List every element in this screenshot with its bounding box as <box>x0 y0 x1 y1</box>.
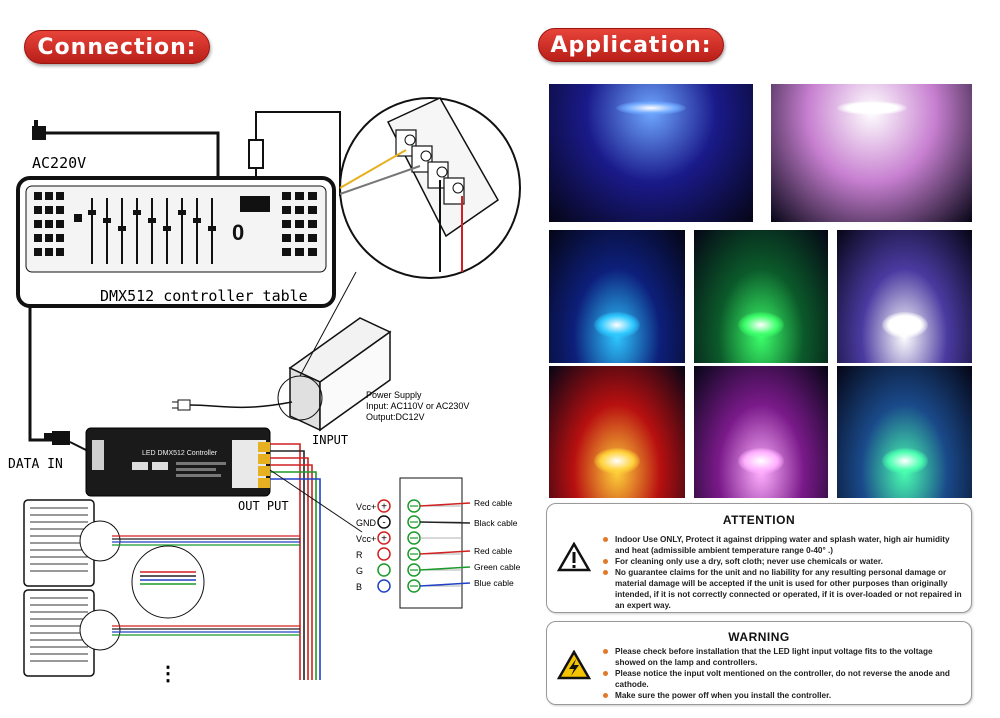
lamp-glow <box>594 447 640 474</box>
application-header: Application: <box>538 28 724 62</box>
lamp-glow <box>836 100 907 115</box>
power-supply-title: Power Supply <box>366 390 422 400</box>
svg-text:-: - <box>382 518 385 529</box>
attention-panel: ATTENTION Indoor Use ONLY, Protect it ag… <box>546 503 972 613</box>
connection-header: Connection: <box>24 30 210 64</box>
warning-list: Please check before installation that th… <box>601 646 965 701</box>
application-photo-1 <box>549 84 753 222</box>
lamp-glow <box>738 447 784 474</box>
power-supply <box>277 317 392 432</box>
cable-label: Red cable <box>474 498 513 508</box>
terminal-block <box>399 477 463 609</box>
terminal-zoom-circle <box>339 97 521 279</box>
continuation-dots: ⋮ <box>158 663 178 685</box>
dmx512-controller: 0 <box>16 176 336 308</box>
lamp-2 <box>23 589 95 677</box>
attention-item: For cleaning only use a dry, soft cloth;… <box>601 556 965 567</box>
ac-label: AC220V <box>32 154 86 172</box>
terminal-label: Vcc+ <box>356 502 376 512</box>
warning-panel: WARNING Please check before installation… <box>546 621 972 705</box>
application-photo-2 <box>771 84 972 222</box>
lamp-glow <box>881 447 928 474</box>
warning-title: WARNING <box>728 630 790 644</box>
decoder-label: LED DMX512 Controller <box>142 450 218 457</box>
lamp-glow <box>594 312 640 339</box>
application-photo-4 <box>694 230 828 363</box>
svg-text:+: + <box>381 534 387 545</box>
electric-hazard-icon <box>557 650 591 680</box>
application-photo-8 <box>837 366 972 498</box>
application-photo-7 <box>694 366 828 498</box>
lamp-glow <box>738 312 784 339</box>
power-supply-input: Input: AC110V or AC230V <box>366 401 469 411</box>
terminal-label: Vcc+ <box>356 534 376 544</box>
warning-triangle-icon <box>557 542 591 572</box>
cable-label: Black cable <box>474 518 518 528</box>
attention-list: Indoor Use ONLY, Protect it against drip… <box>601 534 965 611</box>
attention-item: Indoor Use ONLY, Protect it against drip… <box>601 534 965 556</box>
svg-text:0: 0 <box>232 220 244 245</box>
data-in-connector-icon <box>44 431 70 445</box>
terminal-label: GND <box>356 518 377 528</box>
cable-label: Green cable <box>474 562 521 572</box>
terminal-label: B <box>356 582 362 592</box>
warning-item: Please notice the input volt mentioned o… <box>601 668 965 690</box>
power-supply-output: Output:DC12V <box>366 412 425 422</box>
cable-label: Blue cable <box>474 578 514 588</box>
terminal-label: R <box>356 550 363 560</box>
application-photo-6 <box>549 366 685 498</box>
lamp-1 <box>23 499 95 587</box>
lamp-glow <box>881 312 928 339</box>
terminal-label: G <box>356 566 363 576</box>
wiring-diagram: AC220V 0 DMX512 controller table DATA IN… <box>8 97 521 685</box>
attention-title: ATTENTION <box>722 513 796 527</box>
svg-text:+: + <box>381 502 387 513</box>
warning-item: Make sure the power off when you install… <box>601 690 965 701</box>
power-plug-icon <box>172 399 191 411</box>
input-label: INPUT <box>312 433 348 447</box>
cable-label: Red cable <box>474 546 513 556</box>
lamp-glow <box>616 100 686 115</box>
application-photo-5 <box>837 230 972 363</box>
application-photo-3 <box>549 230 685 363</box>
data-in-label: DATA IN <box>8 457 63 472</box>
controller-label: DMX512 controller table <box>100 287 308 305</box>
dmx-decoder: LED DMX512 Controller <box>85 427 271 497</box>
ac-plug-icon <box>32 120 46 140</box>
output-label: OUT PUT <box>238 499 289 513</box>
attention-item: No guarantee claims for the unit and no … <box>601 567 965 611</box>
warning-item: Please check before installation that th… <box>601 646 965 668</box>
